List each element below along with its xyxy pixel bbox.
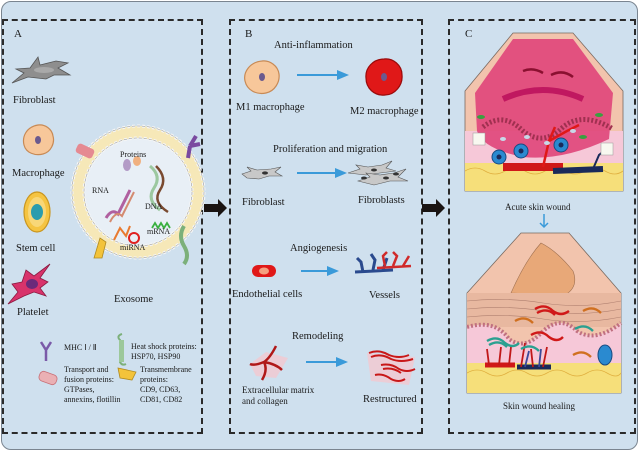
stage-arrow-down	[539, 214, 549, 229]
transmembrane-protein-icon	[117, 367, 137, 381]
exosome-icon	[70, 124, 206, 266]
flow-arrow-b-to-c	[422, 199, 445, 217]
extracellular-matrix-icon	[249, 345, 288, 381]
process-arrow-anti-inflammation	[297, 70, 349, 80]
label-fibroblasts: Fibroblasts	[358, 195, 405, 206]
heat-shock-protein-icon	[117, 333, 127, 366]
heat-shock-protein-icon	[179, 224, 189, 266]
cell-label-platelet: Platelet	[17, 307, 49, 318]
fibroblasts-cluster-icon	[347, 160, 409, 186]
cell-label-fibroblast: Fibroblast	[13, 95, 56, 106]
transport-protein-icon	[38, 370, 58, 386]
label-m2-macrophage: M2 macrophage	[350, 106, 419, 117]
transmembrane-protein-icon	[93, 237, 107, 259]
cargo-label-mirna: miRNA	[120, 243, 146, 252]
legend-transmembrane-line3: CD9, CD63,	[140, 385, 181, 394]
legend-transmembrane-line1: Transmembrane	[140, 365, 192, 374]
process-title-angiogenesis: Angiogenesis	[290, 243, 348, 254]
fibroblast-small-icon	[241, 166, 284, 180]
m1-macrophage-icon	[244, 60, 280, 95]
process-title-anti-inflammation: Anti-inflammation	[274, 40, 353, 51]
panel-c	[448, 19, 636, 434]
panel-b-letter: B	[245, 28, 253, 40]
label-m1-macrophage: M1 macrophage	[236, 102, 305, 113]
label-endothelial-cells: Endothelial cells	[232, 289, 303, 300]
label-fibroblast: Fibroblast	[242, 197, 285, 208]
platelet-icon	[7, 263, 51, 305]
mhc-receptor-icon	[186, 134, 201, 159]
panel-c-letter: C	[465, 28, 473, 40]
m2-macrophage-icon	[365, 58, 403, 96]
cell-label-stem-cell: Stem cell	[16, 243, 56, 254]
exosome-label: Exosome	[114, 294, 154, 305]
cell-label-macrophage: Macrophage	[12, 168, 65, 179]
restructured-collagen-icon	[367, 350, 416, 385]
legend-transport-line2: fusion proteins:	[64, 375, 114, 384]
process-arrow-remodeling	[306, 357, 348, 367]
legend-transmembrane-line2: proteins:	[140, 375, 168, 384]
fibroblast-icon	[11, 56, 72, 84]
legend-transport-line1: Transport and	[64, 365, 109, 374]
transport-protein-icon	[75, 143, 95, 159]
panel-a-letter: A	[14, 28, 22, 40]
acute-skin-wound-illustration	[464, 32, 624, 192]
panel-b	[229, 19, 423, 434]
vessels-icon	[354, 251, 412, 274]
process-arrow-proliferation	[297, 168, 347, 178]
skin-wound-healing-illustration	[466, 232, 623, 394]
flow-arrow-a-to-b	[204, 199, 227, 217]
endothelial-cell-icon	[252, 265, 276, 277]
label-vessels: Vessels	[369, 290, 400, 301]
cargo-label-dna: DNA	[145, 202, 163, 211]
label-extracellular-matrix-line2: and collagen	[242, 396, 288, 406]
cargo-label-rna: RNA	[92, 186, 109, 195]
stage-label-skin-wound-healing: Skin wound healing	[503, 401, 575, 411]
legend-transport-line3: GTPases,	[64, 385, 95, 394]
legend-mhc: MHC Ⅰ / Ⅱ	[64, 343, 97, 352]
macrophage-icon	[22, 124, 55, 156]
legend-heat-shock-line2: HSP70, HSP90	[131, 352, 181, 361]
panel-a	[2, 19, 203, 434]
process-title-proliferation: Proliferation and migration	[273, 144, 388, 155]
cargo-label-mrna: mRNA	[147, 227, 171, 236]
cargo-label-proteins: Proteins	[120, 150, 147, 159]
label-extracellular-matrix-line1: Extracellular matrix	[242, 385, 315, 395]
process-arrow-angiogenesis	[301, 266, 339, 276]
stem-cell-icon	[23, 191, 51, 233]
process-title-remodeling: Remodeling	[292, 331, 344, 342]
mhc-receptor-icon	[39, 341, 53, 361]
legend-transmembrane-line4: CD81, CD82	[140, 395, 183, 404]
legend-transport-line4: annexins, flotillin	[64, 395, 121, 404]
stage-label-acute-skin-wound: Acute skin wound	[505, 202, 571, 212]
legend-heat-shock-line1: Heat shock proteins:	[131, 342, 197, 351]
label-restructured: Restructured	[363, 394, 417, 405]
